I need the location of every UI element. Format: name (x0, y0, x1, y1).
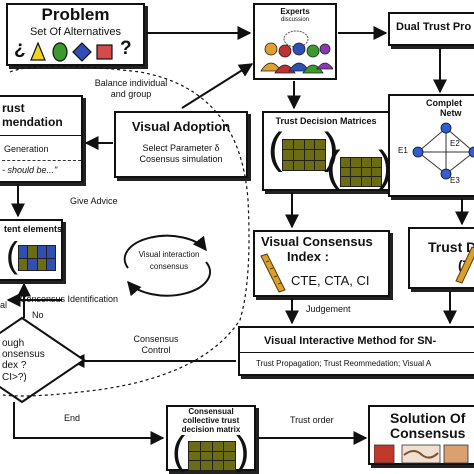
dual-trust-box: Dual Trust Pro (388, 12, 474, 46)
no-label: No (32, 310, 44, 320)
visual-adoption-box: Visual Adoption Select Parameter δ Cosen… (114, 111, 248, 178)
problem-symbol-close: ? (120, 38, 132, 59)
balance-label-2: and group (110, 89, 152, 99)
trust-recommendation-line1: rust (2, 101, 25, 115)
experts-group-icon (260, 30, 333, 74)
visual-interactive-method-box: Visual Interactive Method for SN- Trust … (238, 326, 474, 376)
trust-decision-matrices-box: Trust Decision Matrices ( ) ( ) (262, 111, 393, 191)
alternatives-shapes-icon (30, 42, 113, 62)
trust-recommendation-line2: mendation (2, 115, 63, 129)
experts-title: Experts (280, 7, 310, 16)
visual-interactive-method-subtitle: Trust Propagation; Trust Reommedation; V… (256, 359, 432, 368)
problem-box: Problem Set Of Alternatives ¿ ? (6, 3, 145, 66)
decision-line1: ough (2, 338, 25, 349)
problem-symbol-open: ¿ (14, 38, 26, 59)
visual-adoption-line2: Cosensus simulation (139, 154, 223, 164)
experts-subtitle: discussion (280, 17, 309, 23)
solution-box: Solution Of Consensus (368, 405, 474, 465)
trust-recommendation-line3: Generation (4, 144, 49, 154)
consensus-control-line1: Consensus (133, 334, 179, 344)
trust-d-line1: Trust D (428, 239, 474, 255)
visual-interaction-line1: Visual interaction (138, 250, 200, 259)
visual-consensus-index-measures: CTE, CTA, CI (291, 273, 370, 288)
decision-line3: dex ? (2, 360, 27, 371)
dual-trust-title: Dual Trust Pro (396, 21, 472, 33)
content-elements-box: tent elements ( (0, 219, 63, 281)
trust-network-graph (412, 122, 474, 180)
handshake-icon (374, 444, 469, 464)
content-matrix (18, 245, 56, 271)
problem-subtitle: Set Of Alternatives (29, 26, 122, 38)
consensus-control-line2: Control (141, 345, 171, 355)
visual-consensus-index-title2: Index : (287, 249, 329, 264)
complete-network-line1: Complet (426, 98, 462, 108)
left-al-label: al (0, 300, 8, 310)
visual-interactive-method-title: Visual Interactive Method for SN- (264, 335, 437, 347)
cycle-arrow-bottom (127, 261, 211, 297)
ruler-icon-2 (455, 246, 474, 284)
consensual-matrix-box: Consensual collective trust decision mat… (166, 405, 256, 471)
problem-title: Problem (41, 5, 110, 24)
trust-matrix-2 (340, 157, 382, 187)
network-node-e2: E2 (450, 139, 460, 148)
visual-consensus-index-title1: Visual Consensus (261, 234, 373, 249)
trust-decision-matrices-title: Trust Decision Matrices (275, 116, 377, 126)
visual-consensus-index-box: Visual Consensus Index : CTE, CTA, CI (253, 230, 390, 297)
visual-interaction-line2: consensus (149, 262, 189, 271)
consensus-decision-diamond (0, 316, 86, 404)
trust-recommendation-box: rust mendation Generation - should be...… (0, 95, 83, 183)
trust-order-label: Trust order (290, 415, 334, 425)
solution-line2: Consensus (390, 425, 466, 441)
trust-d-box: Trust D (T (408, 227, 474, 289)
network-node-e1: E1 (398, 146, 408, 155)
consensual-matrix-line3: decision matrix (181, 425, 241, 434)
trust-recommendation-line4: - should be..." (2, 165, 58, 175)
give-advice-label: Give Advice (70, 196, 118, 206)
decision-line2: onsensus (2, 349, 45, 360)
end-label: End (64, 413, 81, 423)
consensual-matrix-line1: Consensual (188, 407, 234, 416)
solution-line1: Solution Of (390, 410, 466, 426)
visual-adoption-line1: Select Parameter δ (142, 143, 220, 153)
consensual-matrix-line2: collective trust (182, 416, 240, 425)
consensual-matrix-grid (188, 441, 236, 471)
complete-network-line2: Netw (440, 108, 462, 118)
ruler-icon (260, 253, 286, 293)
decision-line4: CI>?) (2, 372, 27, 383)
experts-box: Experts discussion (253, 3, 337, 80)
judgement-label: Judgement (306, 304, 351, 314)
balance-label-1: Balance individual (94, 78, 168, 88)
content-elements-title: tent elements (4, 224, 63, 234)
consensus-loop-dashed (0, 65, 250, 397)
consensus-identification-label: Consensus Identification (20, 294, 119, 304)
visual-adoption-title: Visual Adoption (131, 119, 231, 134)
trust-matrix-1 (282, 139, 326, 171)
complete-network-box: Complet Netw E1 E2 E3 (388, 94, 474, 197)
cycle-arrow-top (123, 234, 207, 269)
network-node-e3: E3 (450, 176, 460, 185)
